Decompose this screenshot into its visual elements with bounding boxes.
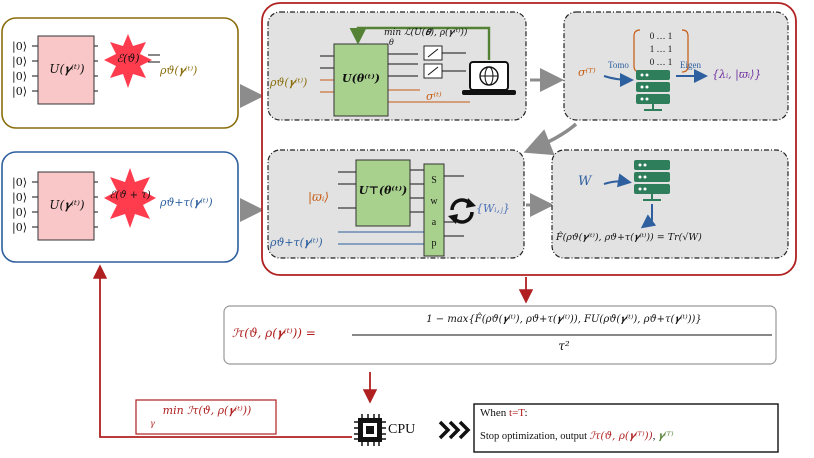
swap-cycle-icon <box>448 198 476 224</box>
top-left-out-wires <box>148 54 160 63</box>
matrix-row: 0 … 1 <box>649 57 673 67</box>
ket-label: |0⟩ <box>12 70 27 83</box>
ket-list-bottom: |0⟩ |0⟩ |0⟩ |0⟩ <box>12 175 27 235</box>
panel-a-orange-wires <box>320 79 470 103</box>
optimize-box <box>135 399 277 435</box>
arrow-w <box>603 173 632 188</box>
final-colon: : <box>524 407 528 419</box>
top-left-channel-label: ℰ(ϑ) <box>116 52 140 65</box>
matrix-row: 1 … 1 <box>649 44 673 54</box>
final-output-gamma: 𝜸⁽ᵀ⁾ <box>658 430 674 442</box>
arrow-down-d <box>640 204 657 229</box>
ket-list-top: |0⟩ |0⟩ |0⟩ |0⟩ <box>12 39 27 99</box>
final-line-2: Stop optimization, output ℐτ(ϑ, ρ(𝜸⁽ᵀ⁾))… <box>480 430 674 443</box>
ket-label: |0⟩ <box>12 206 27 219</box>
server-icon <box>636 70 670 111</box>
bottom-left-channel-label: ℰ(ϑ + τ) <box>109 190 151 201</box>
cpu-icon <box>354 414 386 446</box>
arrow-b-to-c <box>523 122 578 156</box>
panel-c-varpi: |ϖᵢ⟩ <box>308 190 329 204</box>
ket-label: |0⟩ <box>12 221 27 234</box>
burst-icon <box>104 168 156 228</box>
panel-b-sigma: σ⁽ᵀ⁾ <box>578 66 596 79</box>
bottom-left-output-label: ρϑ+τ(𝜸⁽ᵗ⁾) <box>160 196 213 209</box>
formula-lhs: ℐτ(ϑ, ρ(𝜸⁽ᵗ⁾)) = <box>232 326 316 340</box>
objective-text: min ℒ(U(𝜽), ρ(𝜸⁽ᵗ⁾)) <box>384 28 468 38</box>
swap-label: S w a p <box>424 170 444 254</box>
ket-label: |0⟩ <box>12 191 27 204</box>
formula-denominator: τ² <box>558 339 570 353</box>
panel-a-objective: min ℒ(U(𝜽), ρ(𝜸⁽ᵗ⁾)) <box>384 28 467 38</box>
fidelity-estimate: F̂(ρϑ(𝜸⁽ᵗ⁾), ρϑ+τ(𝜸⁽ᵗ⁾)) = Tr(√W) <box>556 232 702 243</box>
eigen-result: {λᵢ, |ϖᵢ⟩} <box>712 68 762 81</box>
bottom-left-unitary-label: U(𝜸⁽ᵗ⁾) <box>49 198 85 212</box>
top-left-output-label: ρϑ(𝜸⁽ᵗ⁾) <box>160 64 198 77</box>
arrow-tomo <box>603 72 634 87</box>
final-stop-text: Stop optimization, output <box>480 431 590 442</box>
measure-icon <box>423 45 443 79</box>
swap-box <box>423 163 445 257</box>
optimize-subscript: γ <box>150 419 155 428</box>
final-box <box>473 403 779 453</box>
panel-d-w: W <box>578 174 592 189</box>
panel-c-wires <box>338 169 464 237</box>
tomo-label: Tomo <box>608 60 629 70</box>
formula-numerator: 1 − max{F̂(ρϑ(𝜸⁽ᵗ⁾), ρϑ+τ(𝜸⁽ᵗ⁾)), FU(ρϑ(… <box>426 314 702 325</box>
swap-letter: p <box>431 238 437 249</box>
ket-label: |0⟩ <box>12 85 27 98</box>
ket-label: |0⟩ <box>12 176 27 189</box>
server-icon <box>634 160 670 201</box>
top-left-unitary-box <box>37 35 95 105</box>
panel-c-unitary-label: U⊤(𝜽⁽ᵗ⁾) <box>358 184 408 197</box>
panel-b <box>563 11 789 121</box>
panel-a <box>267 11 527 121</box>
ket-label: |0⟩ <box>12 40 27 53</box>
ket-label: |0⟩ <box>12 55 27 68</box>
top-left-unitary-label: U(𝜸⁽ᵗ⁾) <box>49 62 85 76</box>
matrix-row: 0 … 1 <box>649 31 673 41</box>
bottom-left-unitary-box <box>37 171 95 241</box>
final-when: When <box>480 407 510 419</box>
panel-a-unitary-box <box>333 43 389 117</box>
laptop-globe-icon <box>462 61 516 95</box>
panel-a-wires <box>320 53 418 77</box>
optimize-label: min ℐτ(ϑ, ρ(𝜸⁽ᵗ⁾)) <box>162 404 252 417</box>
swap-letter: S <box>431 175 437 186</box>
eigen-label: Eigen <box>680 60 701 70</box>
density-matrix: 0 … 1 1 … 1 0 … 1 <box>640 30 682 69</box>
chevrons-icon <box>438 420 471 440</box>
panel-d <box>551 149 789 259</box>
feedback-arrow <box>349 26 491 60</box>
swap-letter: w <box>430 196 438 207</box>
final-condition: t=T <box>509 407 525 419</box>
objective-subscript: θ <box>389 38 394 47</box>
loop-line <box>92 264 352 438</box>
burst-icon <box>104 34 152 88</box>
panel-c-result: {Wᵢ,ⱼ} <box>476 202 510 215</box>
panel-c-unitary-box <box>355 159 411 227</box>
panel-a-unitary-label: U(𝜽⁽ᵗ⁾) <box>342 72 380 85</box>
swap-letter: a <box>431 217 437 228</box>
panel-a-input-label: ρϑ(𝜸⁽ᵗ⁾) <box>270 76 308 89</box>
cpu-label: CPU <box>388 422 416 437</box>
panel-a-sigma: σ⁽ᵗ⁾ <box>426 90 442 103</box>
final-line-1: When t=T: <box>480 407 528 419</box>
final-output-i: ℐτ(ϑ, ρ(𝜸⁽ᵀ⁾)) <box>589 430 653 442</box>
final-separator: , <box>652 431 658 442</box>
panel-c-input: ρϑ+τ(𝜸⁽ᵗ⁾) <box>270 236 323 249</box>
panel-c-blue-wires <box>338 231 424 245</box>
